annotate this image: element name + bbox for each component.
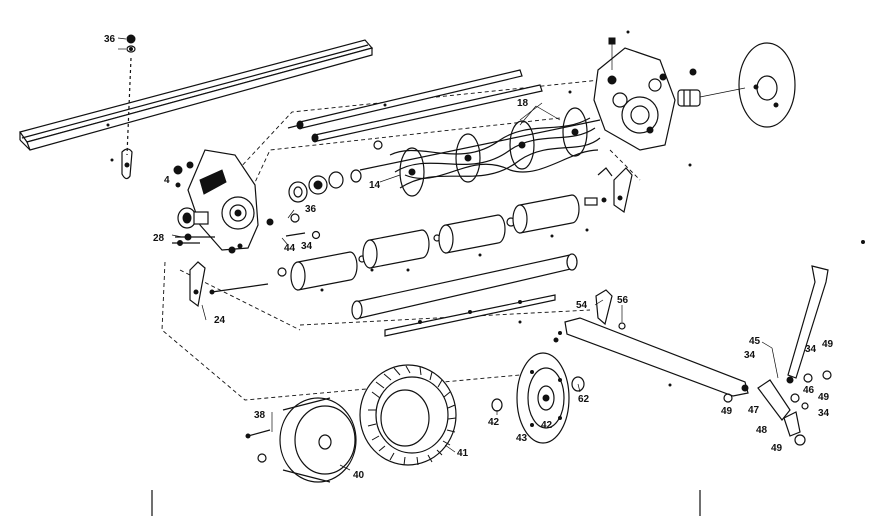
callout-40: 40 (353, 470, 365, 481)
handle-bracket (723, 265, 832, 446)
callout-38: 38 (254, 410, 266, 421)
wheel-hub-right (491, 352, 585, 444)
callout-34-upper: 34 (805, 344, 817, 355)
left-side-plate (173, 149, 259, 251)
callout-49-left: 49 (721, 406, 733, 417)
callout-54: 54 (576, 300, 588, 311)
left-bracket-rod (189, 261, 269, 308)
callout-34-side: 34 (744, 350, 756, 361)
callout-leaders (171, 102, 773, 471)
callout-36-mid: 36 (305, 204, 317, 215)
callout-44: 44 (284, 243, 296, 254)
callout-34-left: 34 (301, 241, 313, 252)
reel-bearings (288, 140, 383, 203)
top-bolt-stack (117, 34, 136, 180)
callout-42-hub: 42 (541, 420, 553, 431)
callout-36-top: 36 (104, 34, 116, 45)
left-drive-pinion (177, 207, 209, 229)
callout-43: 43 (516, 433, 528, 444)
callout-4: 4 (164, 175, 170, 186)
callout-62: 62 (578, 394, 590, 405)
callout-14: 14 (369, 180, 381, 191)
callout-47: 47 (748, 405, 760, 416)
wheel-disk-left (279, 397, 357, 483)
callout-49-top: 49 (822, 339, 834, 350)
callout-labels: 36 4 14 18 28 36 44 34 24 54 56 45 34 34… (104, 34, 834, 481)
roller-segments (277, 194, 607, 291)
axle-shafts (287, 69, 543, 143)
handle-link-arm (553, 289, 749, 397)
callout-46: 46 (803, 385, 815, 396)
minor-part-marks (106, 30, 692, 387)
right-side-plate (593, 37, 676, 151)
border-ticks (151, 240, 865, 516)
callout-45: 45 (749, 336, 761, 347)
callout-49-mid: 49 (818, 392, 830, 403)
wheel-bolts (245, 412, 273, 463)
callout-28: 28 (153, 233, 165, 244)
right-bracket (597, 167, 633, 214)
callout-49-bottom: 49 (771, 443, 783, 454)
reel-assembly (359, 105, 601, 197)
callout-42-lower: 42 (488, 417, 500, 428)
tire (359, 364, 457, 466)
frame-channel-bar (19, 39, 374, 151)
callout-24: 24 (214, 315, 226, 326)
bed-knife (351, 253, 578, 337)
callout-41: 41 (457, 448, 469, 459)
callout-48: 48 (756, 425, 768, 436)
right-drive-hub (677, 42, 796, 128)
callout-56: 56 (617, 295, 629, 306)
callout-34-lower: 34 (818, 408, 830, 419)
callout-18: 18 (517, 98, 529, 109)
